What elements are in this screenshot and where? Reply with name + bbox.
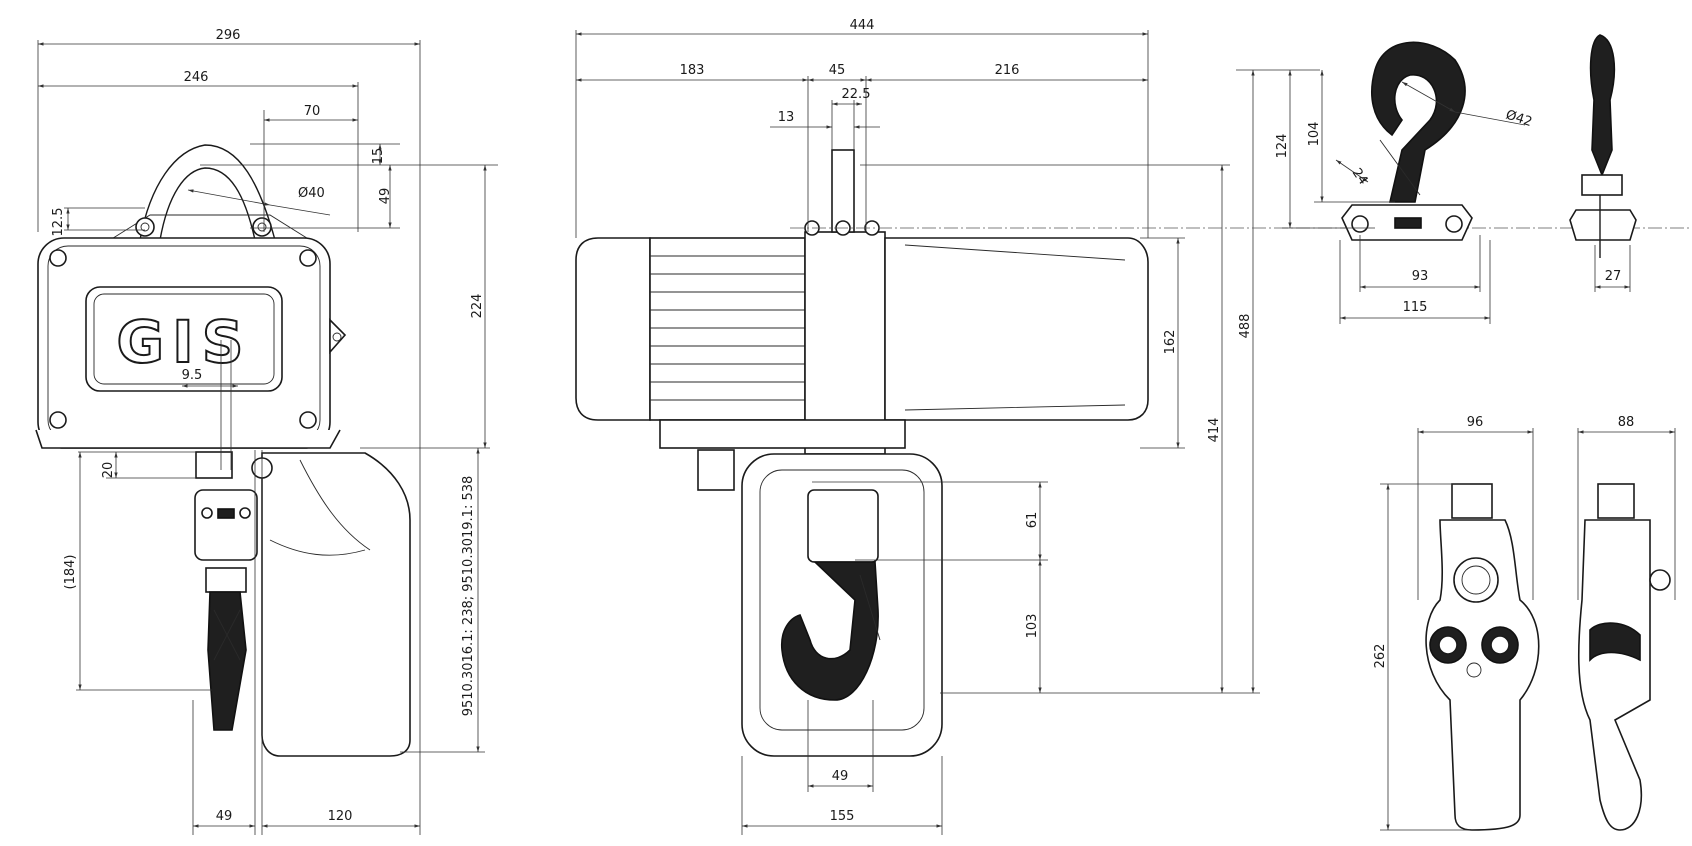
front-dimensions: 296 246 70 15 Ø40 49 12.5 224 9.5 20 (18… xyxy=(37,28,498,835)
dim-side-488: 488 xyxy=(1238,314,1253,339)
logo-text: GIS xyxy=(117,308,252,376)
dim-front-224: 224 xyxy=(470,294,485,319)
pendant-front xyxy=(1425,483,1540,831)
dim-hook-93: 93 xyxy=(1412,269,1429,284)
dim-front-296: 296 xyxy=(216,28,241,43)
dim-hook-124: 124 xyxy=(1275,134,1290,159)
front-view: GIS xyxy=(35,144,411,757)
dim-front-15: 15 xyxy=(371,148,386,165)
dim-hook-24: 24 xyxy=(1349,166,1371,188)
dim-pendant-262: 262 xyxy=(1373,644,1388,669)
dim-front-184: (184) xyxy=(63,555,78,590)
pendant-dimensions: 96 88 262 xyxy=(1373,415,1676,831)
dim-side-216: 216 xyxy=(995,63,1020,78)
dim-front-49-top: 49 xyxy=(378,188,393,205)
dim-side-162: 162 xyxy=(1163,330,1178,355)
dim-side-183: 183 xyxy=(680,63,705,78)
dim-pendant-96: 96 xyxy=(1467,415,1484,430)
hook-detail xyxy=(1341,34,1637,258)
dim-front-model: 9510.3016.1: 238; 9510.3019.1: 538 xyxy=(461,476,476,717)
dim-side-13: 13 xyxy=(778,110,795,125)
dim-side-49: 49 xyxy=(832,769,849,784)
dim-hook-115: 115 xyxy=(1403,300,1428,315)
dim-front-9-5: 9.5 xyxy=(182,368,203,383)
dim-hook-104: 104 xyxy=(1307,122,1322,147)
dim-hook-d42: Ø42 xyxy=(1504,108,1534,131)
dim-pendant-88: 88 xyxy=(1618,415,1635,430)
dim-side-61: 61 xyxy=(1025,512,1040,529)
dim-front-d40: Ø40 xyxy=(298,186,325,201)
side-dimensions: 444 183 45 216 22.5 13 162 488 414 61 10… xyxy=(575,18,1692,835)
dim-side-444: 444 xyxy=(850,18,875,33)
dim-front-120: 120 xyxy=(328,809,353,824)
dim-side-103: 103 xyxy=(1025,614,1040,639)
dim-side-155: 155 xyxy=(830,809,855,824)
pendant-side xyxy=(1577,483,1671,831)
dim-front-20: 20 xyxy=(101,462,116,479)
dim-front-49-bottom: 49 xyxy=(216,809,233,824)
dim-side-45: 45 xyxy=(829,63,846,78)
dim-side-22-5: 22.5 xyxy=(842,87,871,102)
dim-side-414: 414 xyxy=(1207,418,1222,443)
dim-hook-27: 27 xyxy=(1605,269,1622,284)
dim-front-70: 70 xyxy=(304,104,321,119)
dim-front-246: 246 xyxy=(184,70,209,85)
dim-front-12-5: 12.5 xyxy=(51,208,66,237)
side-view xyxy=(575,149,1149,757)
